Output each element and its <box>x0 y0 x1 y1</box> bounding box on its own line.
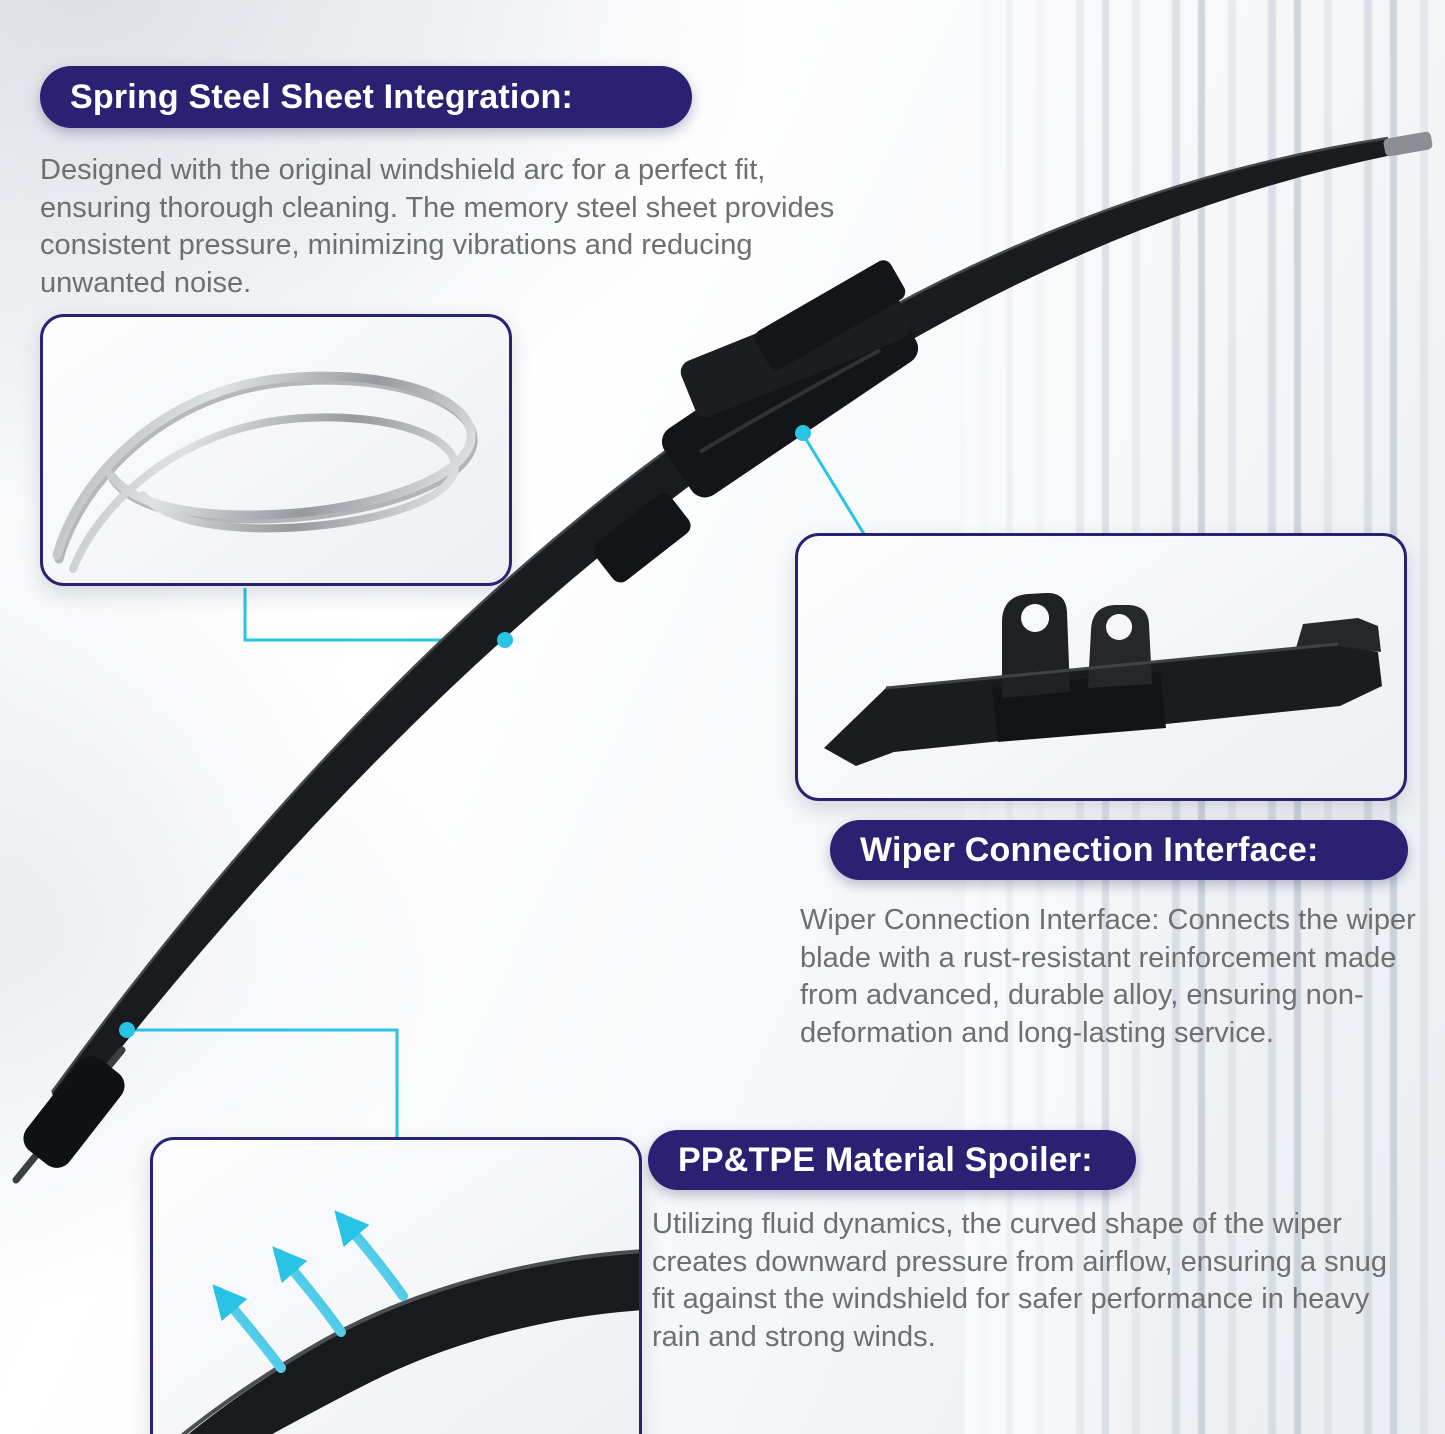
spring-steel-closeup-card <box>40 314 512 586</box>
callout-lines <box>132 435 866 1140</box>
connector-right-step <box>1296 618 1381 652</box>
section-title-spoiler: PP&TPE Material Spoiler: <box>648 1130 1136 1190</box>
steel-sheet-strip-outer <box>52 371 476 560</box>
section-body-connection: Wiper Connection Interface: Connects the… <box>800 904 1416 1050</box>
section-body-spring-steel: Designed with the original windshield ar… <box>40 154 835 300</box>
connector-tab-left <box>1002 592 1070 698</box>
callout-line-spring-steel <box>243 588 500 642</box>
blade-adapter <box>593 260 919 583</box>
connector-tab-right <box>1088 605 1152 688</box>
airflow-arrow <box>272 1246 346 1337</box>
airflow-arrow <box>334 1210 408 1301</box>
callout-line-spoiler <box>132 1028 399 1140</box>
airflow-arrows-icon <box>212 1210 408 1373</box>
airflow-arrow <box>212 1284 286 1373</box>
spoiler-closeup-card <box>150 1137 642 1434</box>
spring-steel-sheets-illustration <box>52 371 478 573</box>
section-title-connection: Wiper Connection Interface: <box>830 820 1408 880</box>
spoiler-band <box>188 1252 639 1434</box>
section-body-spoiler: Utilizing fluid dynamics, the curved sha… <box>652 1208 1388 1354</box>
connector-closeup-illustration <box>824 592 1382 766</box>
callout-line-connector <box>802 435 866 535</box>
blade-end-cap <box>23 1056 125 1168</box>
section-title-spoiler-label: PP&TPE Material Spoiler: <box>678 1140 1093 1179</box>
callout-dot-spoiler <box>119 1022 135 1038</box>
section-title-spring-steel-label: Spring Steel Sheet Integration: <box>70 77 574 116</box>
section-title-spring-steel: Spring Steel Sheet Integration: <box>40 66 692 128</box>
spoiler-closeup-illustration <box>180 1210 639 1434</box>
callout-dot-connector <box>795 425 811 441</box>
connector-closeup-card <box>795 533 1407 801</box>
blade-tip-cap <box>1383 131 1433 157</box>
steel-sheet-strip-inner <box>69 413 459 573</box>
section-title-connection-label: Wiper Connection Interface: <box>860 830 1319 869</box>
callout-dot-spring-steel <box>497 632 513 648</box>
